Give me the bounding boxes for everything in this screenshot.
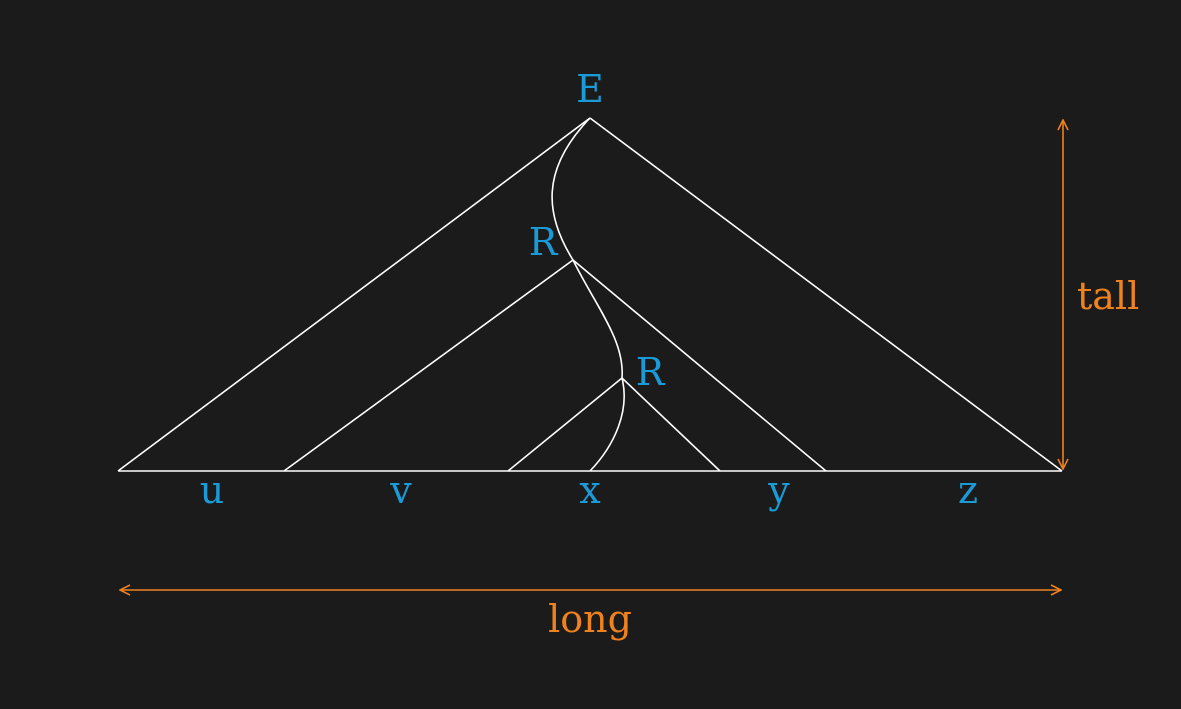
outer-right-edge [589, 117, 1063, 472]
derivation-path-curve [551, 117, 625, 472]
segment-label-y: y [767, 468, 790, 512]
node-label-root: E [576, 67, 604, 111]
outer-left-edge [117, 117, 591, 472]
segment-label-x: x [579, 468, 600, 512]
segment-label-z: z [958, 468, 978, 512]
width-dimension-label: long [548, 597, 632, 641]
node-label-inner-1: R [529, 220, 559, 264]
segment-label-u: u [200, 468, 224, 512]
middle-left-edge [283, 259, 574, 472]
segment-label-v: v [389, 468, 412, 512]
node-label-inner-2: R [636, 350, 666, 394]
height-dimension-label: tall [1077, 274, 1139, 318]
inner-right-edge [621, 377, 721, 472]
middle-right-edge [572, 259, 827, 472]
inner-left-edge [507, 377, 623, 472]
